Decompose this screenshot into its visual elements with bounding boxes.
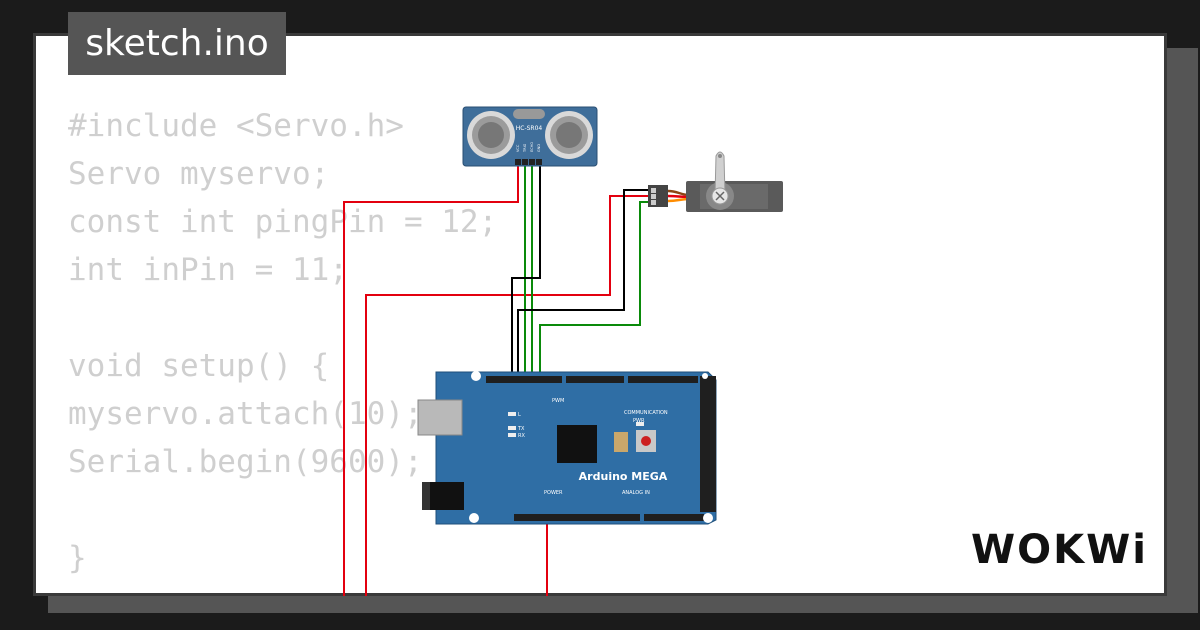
board-label: Arduino MEGA bbox=[579, 470, 668, 483]
code-line: #include <Servo.h> bbox=[68, 108, 404, 144]
code-line: myservo.attach(10); bbox=[68, 396, 423, 432]
board-pwr-led-label: PWR bbox=[633, 418, 645, 424]
sensor-pin-trig: TRIG bbox=[523, 143, 527, 153]
code-line: const int pingPin = 12; bbox=[68, 204, 498, 240]
ultrasonic-sensor-icon[interactable]: HC-SR04 VCC TRIG ECHO GND bbox=[462, 106, 598, 167]
board-led-tx-label: TX bbox=[517, 426, 525, 432]
sensor-pin-echo: ECHO bbox=[530, 142, 534, 152]
wokwi-logo: WOKWi bbox=[971, 527, 1148, 573]
code-editor: #include <Servo.h> Servo myservo; const … bbox=[68, 102, 497, 582]
preview-card: #include <Servo.h> Servo myservo; const … bbox=[33, 33, 1167, 596]
code-line: void setup() { bbox=[68, 348, 330, 384]
sensor-pin-vcc: VCC bbox=[516, 144, 520, 152]
wire-black-servo bbox=[517, 189, 648, 376]
code-line: } bbox=[68, 540, 87, 576]
servo-motor[interactable] bbox=[648, 151, 783, 212]
file-tab[interactable]: sketch.ino bbox=[68, 12, 286, 75]
wire-green-servo bbox=[539, 201, 648, 376]
board-analog-label: ANALOG IN bbox=[622, 490, 650, 496]
arduino-board-icon[interactable]: Arduino MEGA PWM COMMUNICATION POWER ANA… bbox=[417, 371, 717, 525]
code-line: int inPin = 11; bbox=[68, 252, 348, 288]
sensor-label: HC-SR04 bbox=[516, 125, 543, 132]
wire-red-servo bbox=[365, 195, 648, 596]
board-power-label: POWER bbox=[544, 490, 563, 496]
board-led-rx-label: RX bbox=[518, 433, 525, 439]
code-line: Servo myservo; bbox=[68, 156, 330, 192]
wires bbox=[343, 162, 648, 596]
code-line: Serial.begin(9600); bbox=[68, 444, 423, 480]
board-comm-label: COMMUNICATION bbox=[624, 410, 668, 416]
wire-red-vcc bbox=[343, 162, 519, 596]
board-pwm-label: PWM bbox=[552, 398, 564, 404]
wire-black-gnd-sensor bbox=[511, 162, 541, 376]
board-led-l-label: L bbox=[518, 412, 521, 418]
sensor-pin-gnd: GND bbox=[537, 144, 541, 152]
servo-horn-icon bbox=[711, 151, 729, 205]
